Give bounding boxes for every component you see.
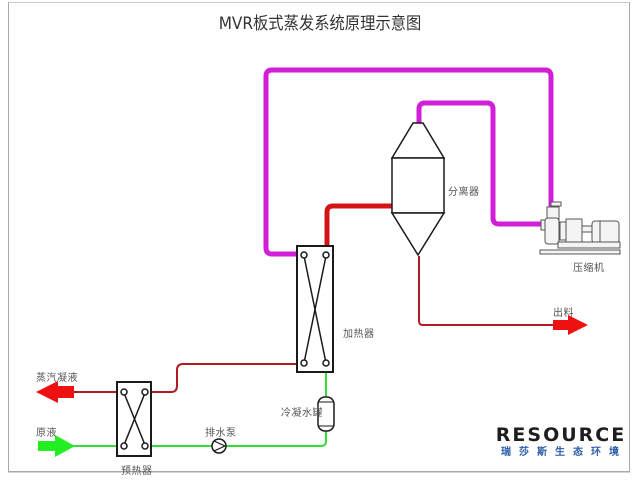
drain-pump (211, 438, 227, 454)
hot-line-heater-to-separator (324, 203, 392, 254)
steam-condensate-arrow (36, 381, 74, 403)
discharge-label: 出料 (553, 308, 574, 319)
separator (390, 122, 446, 257)
preheater-label: 预热器 (121, 466, 153, 477)
vapor-line-compressor-to-heater (263, 67, 554, 257)
brand-logo: RESOURCE 瑞莎斯生态环境 (494, 424, 628, 460)
condensate-tank-label: 冷凝水罐 (281, 408, 323, 419)
condensate-tank (317, 396, 335, 432)
heater-label: 加热器 (343, 329, 375, 340)
compressor-label: 压缩机 (573, 263, 605, 274)
separator-label: 分离器 (448, 187, 480, 198)
logo-subtitle: 瑞莎斯生态环境 (501, 447, 627, 458)
raw-liquid-arrow (38, 435, 75, 457)
discharge-line (418, 256, 556, 326)
preheater (116, 381, 152, 457)
steam-condensate-label: 蒸汽凝液 (36, 373, 78, 384)
condensate-line (146, 363, 303, 393)
logo-wordmark: RESOURCE (495, 424, 627, 446)
compressor (539, 201, 621, 255)
raw-liquid-label: 原液 (36, 428, 57, 439)
vapor-line-separator-to-compressor (416, 100, 541, 227)
discharge-arrow (553, 315, 588, 335)
diagram-title: MVR板式蒸发系统原理示意图 (218, 14, 422, 34)
heater (296, 245, 334, 373)
feed-line-to-heater (146, 366, 327, 447)
drain-pump-label: 排水泵 (205, 428, 237, 439)
